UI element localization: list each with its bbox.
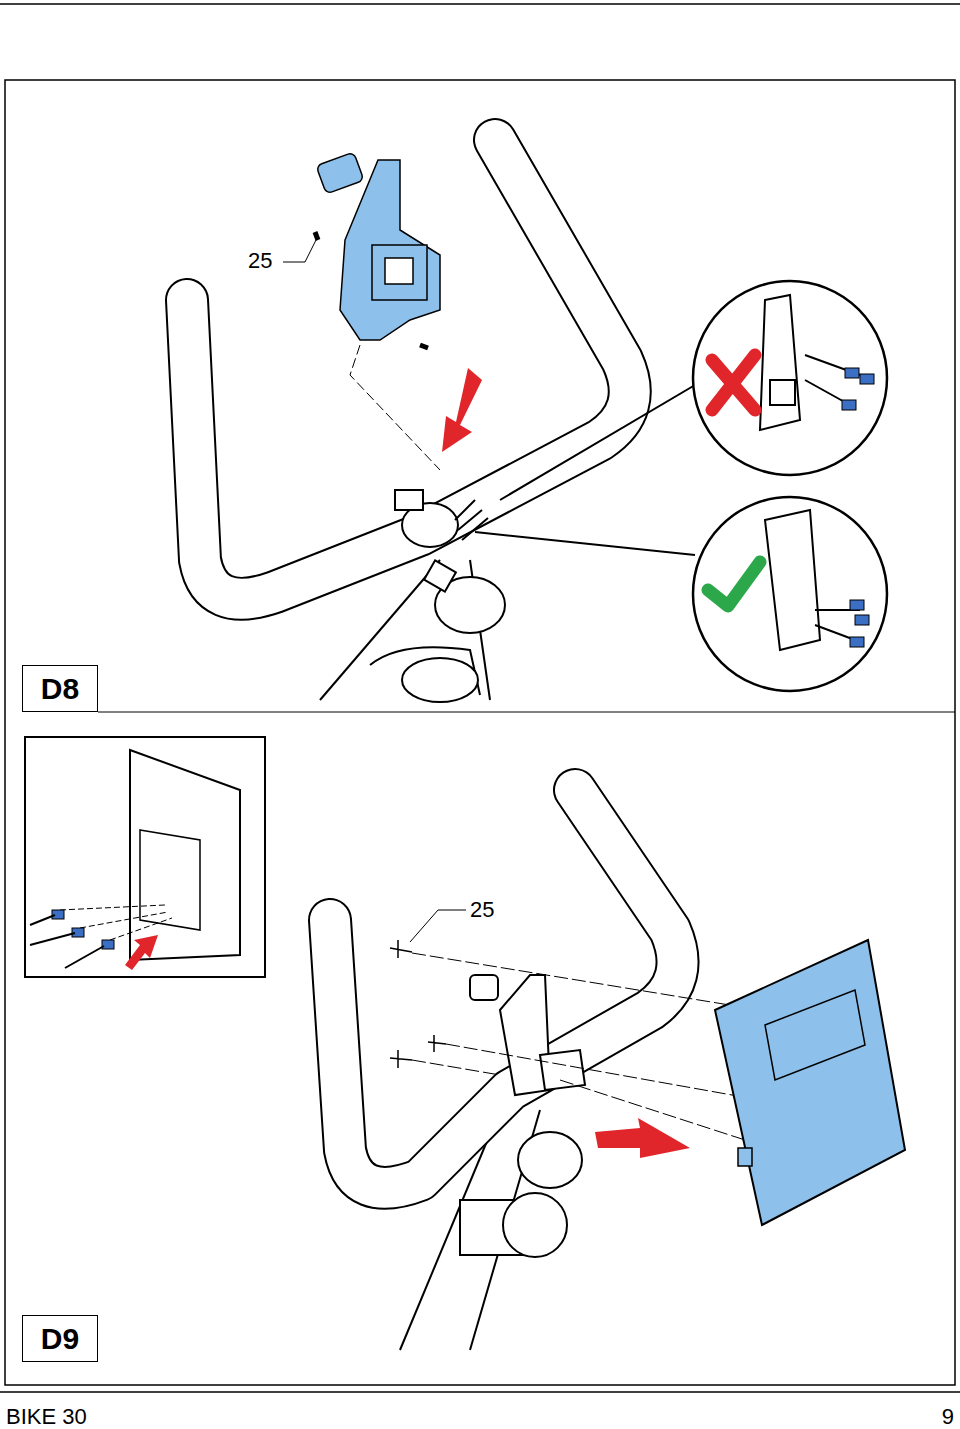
callout-number: 25 <box>248 250 272 272</box>
step-number: D8 <box>41 672 79 706</box>
callout-number: 25 <box>470 899 494 921</box>
page-number: 9 <box>942 1406 954 1428</box>
product-name: BIKE 30 <box>6 1406 87 1428</box>
step-number: D9 <box>41 1322 79 1356</box>
step-label-box: D8 <box>22 665 98 712</box>
step-label-box: D9 <box>22 1315 98 1362</box>
